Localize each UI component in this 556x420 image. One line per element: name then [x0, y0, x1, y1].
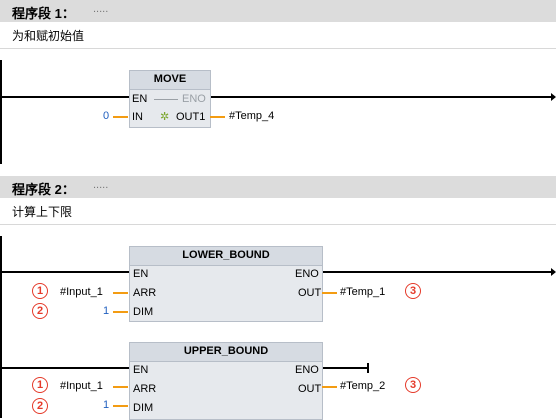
upper-bound-open-end [367, 363, 369, 373]
move-en-eno-link [154, 99, 178, 100]
network-2-power-rail [0, 236, 2, 418]
lower-bound-dim-wire [113, 311, 128, 313]
annotation-badge-2: 2 [32, 398, 48, 414]
upper-bound-right-wire [322, 367, 368, 369]
network-1-title: 程序段 1： [12, 6, 75, 21]
lower-bound-title: LOWER_BOUND [182, 249, 270, 261]
upper-bound-title: UPPER_BOUND [183, 345, 269, 357]
lower-bound-pin-eno: ENO [295, 268, 319, 280]
upper-bound-arr-value[interactable]: #Input_1 [60, 380, 103, 392]
network-1-end-arrow [551, 93, 556, 101]
lower-bound-pin-out: OUT [298, 287, 322, 299]
lower-bound-arr-value[interactable]: #Input_1 [60, 286, 103, 298]
annotation-badge-1: 1 [32, 377, 48, 393]
move-in-value[interactable]: 0 [103, 110, 110, 122]
network-2-comment-text: 计算上下限 [12, 205, 73, 219]
lower-bound-dim-value[interactable]: 1 [103, 305, 110, 317]
lower-bound-block[interactable]: LOWER_BOUND EN ENO ARR OUT DIM [129, 246, 323, 322]
move-block-header: MOVE [130, 71, 210, 90]
lower-bound-left-wire [2, 271, 130, 273]
move-pin-out1: OUT1 [176, 111, 206, 123]
upper-bound-pin-dim: DIM [133, 402, 154, 414]
lower-bound-right-wire [322, 271, 552, 273]
upper-bound-out-wire [322, 386, 337, 388]
network-1-comment[interactable]: 为和赋初始值 [0, 22, 556, 49]
network-1-dots: ..... [93, 3, 109, 15]
lower-bound-arr-wire [113, 292, 128, 294]
lower-bound-pin-en: EN [133, 268, 149, 280]
move-pin-en: EN [132, 93, 148, 105]
upper-bound-pin-eno: ENO [295, 364, 319, 376]
annotation-badge-1: 1 [32, 283, 48, 299]
network-1-left-wire [2, 96, 130, 98]
annotation-badge-3: 3 [405, 283, 421, 299]
network-2-dots: ..... [93, 179, 109, 191]
upper-bound-out-value[interactable]: #Temp_2 [340, 380, 386, 392]
lower-bound-pin-dim: DIM [133, 306, 154, 318]
network-1-comment-text: 为和赋初始值 [12, 29, 85, 43]
upper-bound-pin-arr: ARR [133, 383, 157, 395]
upper-bound-dim-value[interactable]: 1 [103, 399, 110, 411]
upper-bound-dim-wire [113, 405, 128, 407]
network-1-header[interactable]: 程序段 1： ..... [0, 0, 556, 22]
move-pin-eno: ENO [182, 93, 206, 105]
lower-bound-out-wire [322, 292, 337, 294]
network-2-comment[interactable]: 计算上下限 [0, 198, 556, 225]
lower-bound-header: LOWER_BOUND [130, 247, 322, 266]
upper-bound-left-wire [2, 367, 130, 369]
move-out1-value[interactable]: #Temp_4 [229, 110, 275, 122]
network-2-header[interactable]: 程序段 2： ..... [0, 176, 556, 198]
annotation-badge-2: 2 [32, 303, 48, 319]
network-1-power-rail [0, 60, 2, 164]
move-block[interactable]: MOVE EN ENO IN ✲ OUT1 [129, 70, 211, 128]
sparkle-icon: ✲ [160, 111, 170, 123]
annotation-badge-3: 3 [405, 377, 421, 393]
move-pin-in: IN [132, 111, 143, 123]
move-block-title: MOVE [153, 73, 187, 85]
lower-bound-out-value[interactable]: #Temp_1 [340, 286, 386, 298]
upper-bound-pin-out: OUT [298, 383, 322, 395]
network-2-end-arrow [551, 268, 556, 276]
lower-bound-pin-arr: ARR [133, 287, 157, 299]
upper-bound-block[interactable]: UPPER_BOUND EN ENO ARR OUT DIM [129, 342, 323, 420]
upper-bound-arr-wire [113, 386, 128, 388]
network-1-right-wire [210, 96, 552, 98]
move-in-wire [113, 116, 128, 118]
move-out1-wire [210, 116, 225, 118]
upper-bound-header: UPPER_BOUND [130, 343, 322, 362]
network-2-title: 程序段 2： [12, 182, 75, 197]
upper-bound-pin-en: EN [133, 364, 149, 376]
